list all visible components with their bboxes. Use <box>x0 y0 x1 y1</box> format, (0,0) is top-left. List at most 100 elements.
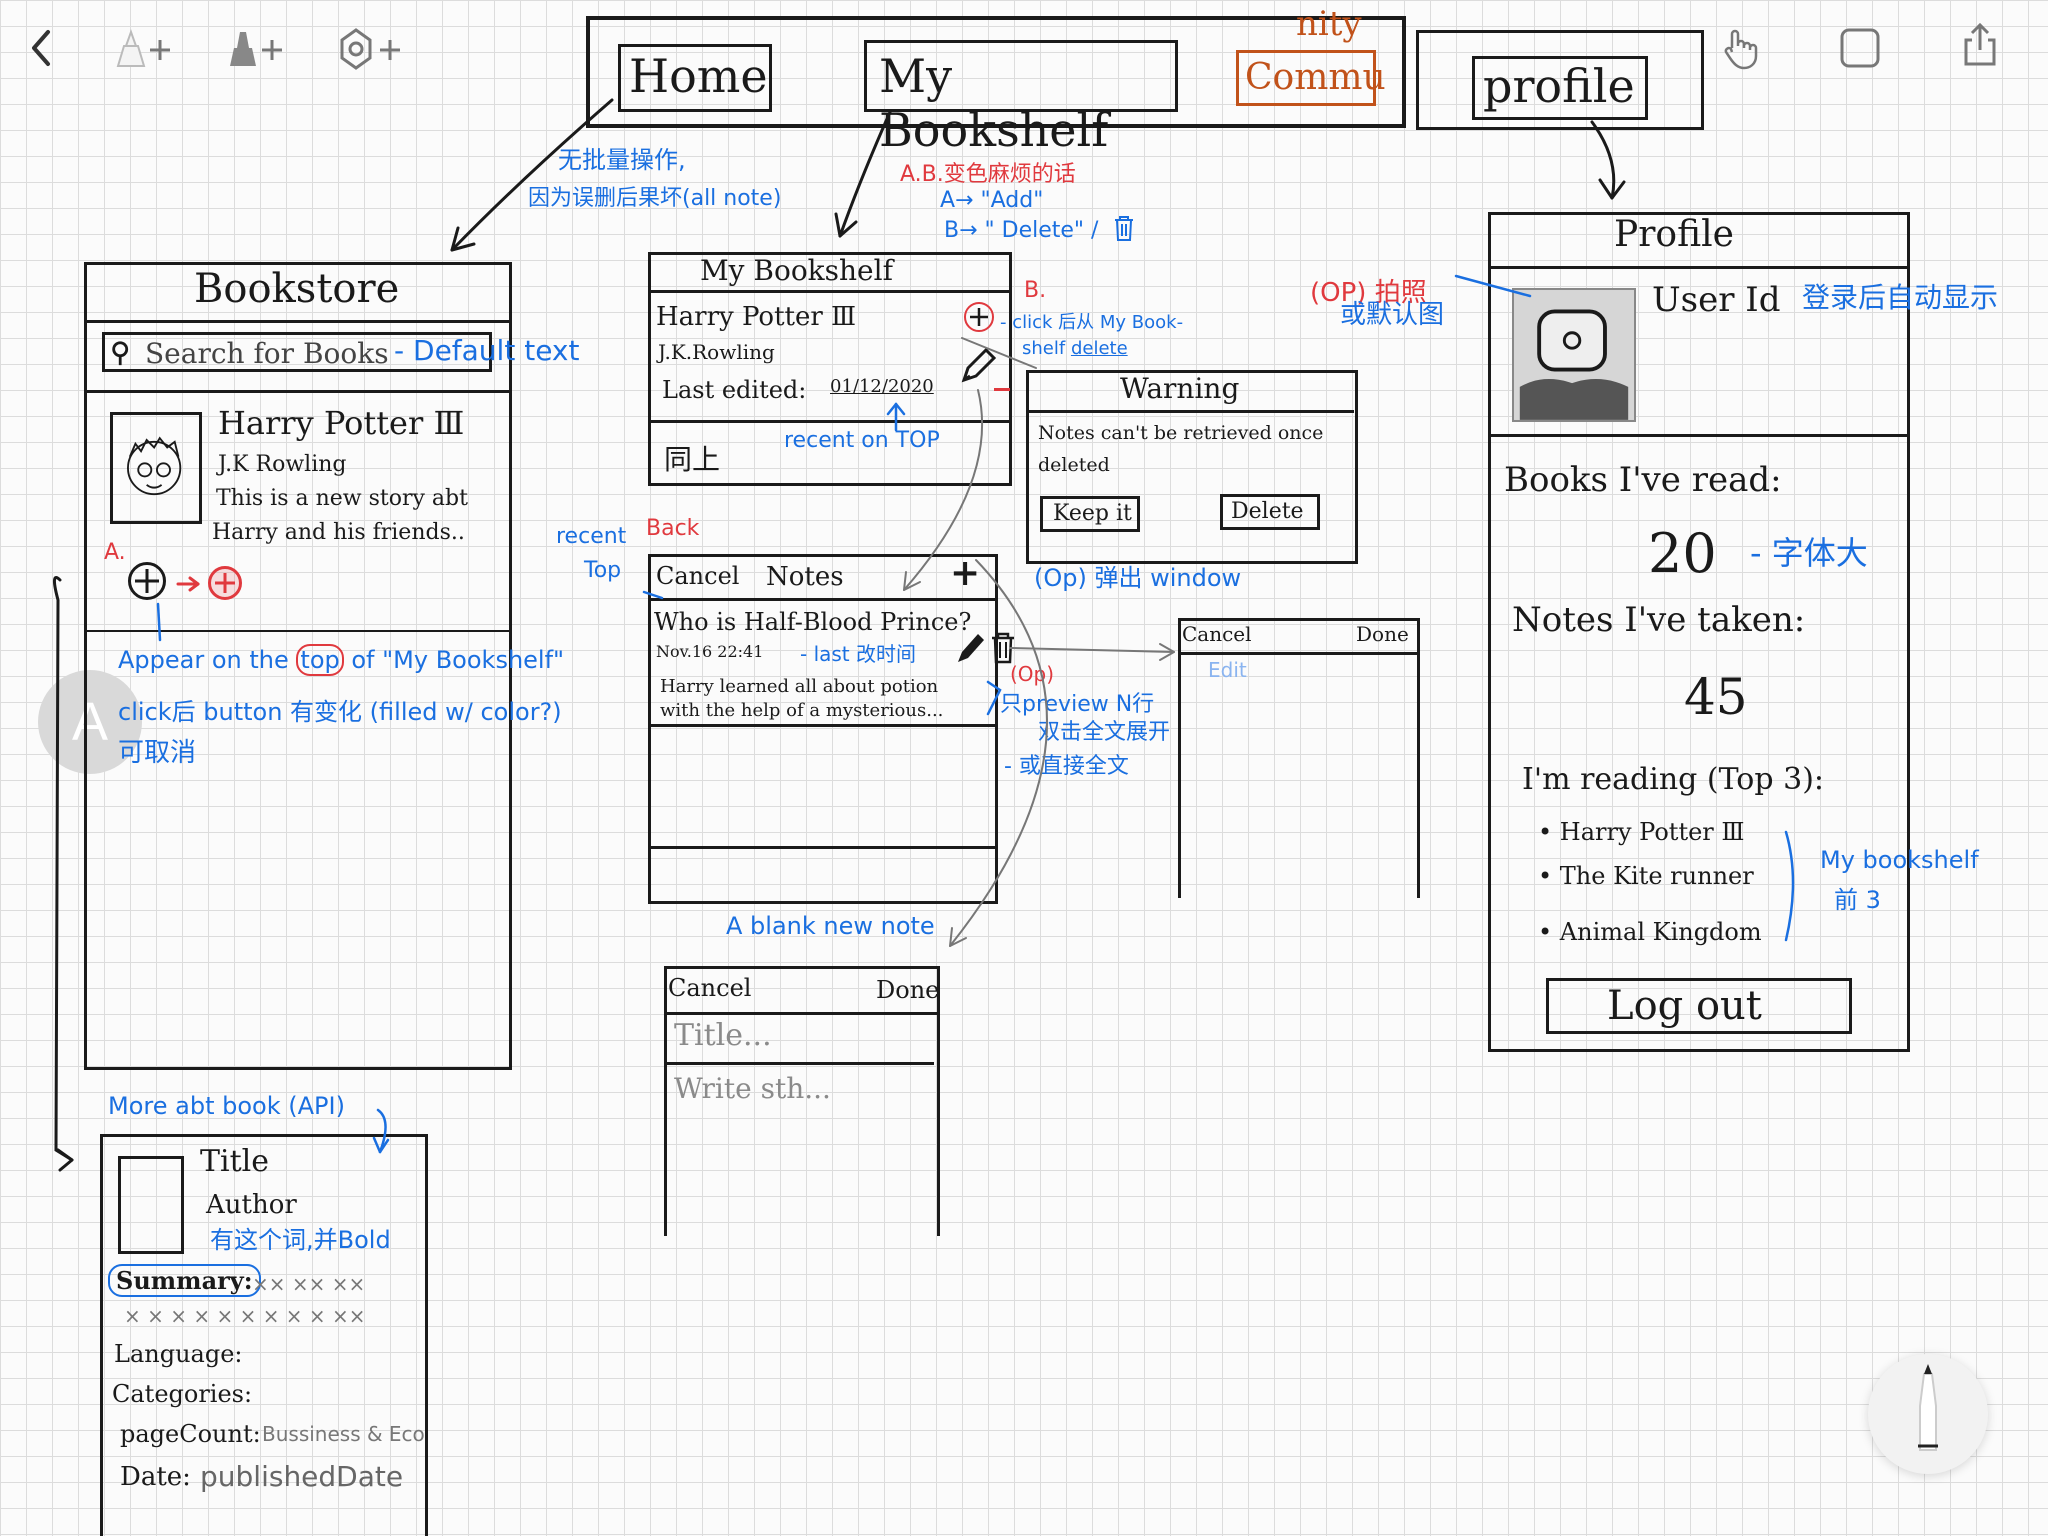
pencil-icon <box>1918 1364 1938 1451</box>
nav-tab-bookshelf[interactable]: My Bookshelf <box>864 40 1178 157</box>
store-book-author: J.K Rowling <box>218 452 347 477</box>
notes-add-button[interactable]: + <box>950 552 981 594</box>
rounded-square-icon <box>1840 28 1880 68</box>
ab-note-2: A→ "Add" <box>940 188 1044 213</box>
divider <box>666 1012 938 1015</box>
highlighter-add-button[interactable] <box>100 16 190 80</box>
delete-note-button[interactable] <box>990 630 1016 664</box>
note-title[interactable]: Who is Half-Blood Prince? <box>654 608 972 636</box>
plus-filled-icon <box>215 573 235 593</box>
notes-cancel-button[interactable]: Cancel <box>656 562 740 590</box>
touch-hand-icon <box>1724 29 1758 70</box>
notes-taken-value: 45 <box>1684 668 1748 726</box>
lasso-add-button[interactable] <box>326 16 416 80</box>
reading-label: I'm reading (Top 3): <box>1522 762 1825 797</box>
search-default-note: - Default text <box>394 334 580 367</box>
big-font-note: - 字体大 <box>1750 534 1868 572</box>
language-label: Language: <box>114 1340 243 1368</box>
books-read-value: 20 <box>1648 522 1717 585</box>
pencil-tool-button[interactable] <box>1868 1354 1988 1474</box>
reading-list-item[interactable]: • Harry Potter Ⅲ <box>1538 818 1745 846</box>
cancel-note: 可取消 <box>118 738 197 768</box>
edit-cancel-button[interactable]: Cancel <box>1182 622 1252 646</box>
touch-hand-button[interactable] <box>1708 16 1772 80</box>
profile-user-id: User Id <box>1652 280 1781 320</box>
shelf-book-title[interactable]: Harry Potter Ⅲ <box>656 302 857 332</box>
reading-list-item[interactable]: • The Kite runner <box>1538 862 1754 890</box>
marker-add-button[interactable] <box>212 16 302 80</box>
book-detail-screen <box>100 1134 428 1536</box>
add-to-bookshelf-button[interactable] <box>128 562 166 600</box>
warning-body-1: Notes can't be retrieved once <box>1038 422 1324 444</box>
marker-add-icon <box>230 32 282 66</box>
detail-title: Title <box>200 1144 270 1179</box>
reading-note-1: My bookshelf <box>1820 846 1979 874</box>
store-book-desc-1: This is a new story abt <box>216 486 468 511</box>
click-delete-note-1: - click 后从 My Book- <box>1000 312 1184 333</box>
warning-body-2: deleted <box>1038 454 1110 476</box>
share-button[interactable] <box>1948 12 2012 76</box>
pencil-icon <box>961 347 997 383</box>
new-note-screen <box>664 966 940 1236</box>
divider <box>650 598 996 601</box>
preview-note-2: 双击全文展开 <box>1038 720 1171 745</box>
notes-screen <box>648 554 998 904</box>
plus-icon <box>135 569 159 593</box>
reading-list: • Harry Potter Ⅲ • The Kite runner • Ani… <box>1538 818 1762 962</box>
chevron-left-icon <box>32 30 50 66</box>
nav-tab-community[interactable]: Commu <box>1236 50 1386 106</box>
reading-list-item[interactable]: • Animal Kingdom <box>1538 918 1762 946</box>
shelf-book-author: J.K.Rowling <box>658 340 775 364</box>
notes-taken-label: Notes I've taken: <box>1512 600 1806 640</box>
store-book-title[interactable]: Harry Potter Ⅲ <box>218 404 465 442</box>
last-edited-label: Last edited: <box>662 376 807 404</box>
bookstore-screen <box>84 262 512 1070</box>
profile-avatar[interactable] <box>1512 288 1636 422</box>
summary-text-2: × × × × × × × × × ×× <box>124 1304 366 1328</box>
divider <box>1490 434 1908 437</box>
bookstore-search-input[interactable]: Search for Books <box>102 332 492 372</box>
logout-button[interactable]: Log out <box>1546 978 1852 1034</box>
popup-window-note: (Op) 弹出 window <box>1034 564 1242 592</box>
same-as-above-label: 同上 <box>664 443 721 476</box>
new-note-done-button[interactable]: Done <box>876 976 940 1004</box>
warning-title: Warning <box>1120 372 1240 405</box>
book-cover[interactable] <box>110 412 202 524</box>
nav-community-note: nity <box>1296 4 1362 44</box>
edit-mode-note: Edit <box>1208 658 1247 682</box>
recent-on-top-note: recent on TOP <box>784 428 940 453</box>
new-note-body-input[interactable]: Write sth... <box>674 1072 831 1105</box>
back-button[interactable] <box>10 16 74 80</box>
click-change-note: click后 button 有变化 (filled w/ color?) <box>118 698 562 726</box>
store-book-desc-2: Harry and his friends.. <box>212 520 465 545</box>
appear-top-note: Appear on the top of "My Bookshelf" <box>118 644 565 676</box>
edit-note-button[interactable] <box>954 630 986 666</box>
new-note-title-input[interactable]: Title... <box>674 1018 772 1053</box>
book-cover-face-icon <box>127 436 182 496</box>
delete-button[interactable]: Delete <box>1220 494 1320 530</box>
profile-screen <box>1488 212 1910 1052</box>
bold-note: 有这个词,并Bold <box>210 1226 391 1254</box>
edit-book-button[interactable] <box>958 346 998 386</box>
detail-book-cover[interactable] <box>118 1156 184 1254</box>
page-count-value: Bussiness & Econ <box>262 1422 426 1446</box>
label-a: A. <box>104 540 126 565</box>
ab-note-1: A.B.变色麻烦的话 <box>900 162 1076 187</box>
bookshelf-title: My Bookshelf <box>700 254 893 287</box>
new-note-cancel-button[interactable]: Cancel <box>668 974 752 1002</box>
books-read-label: Books I've read: <box>1504 460 1782 500</box>
click-delete-note-2: shelf delete <box>1022 338 1128 359</box>
back-note: Back <box>646 516 700 541</box>
remove-from-bookshelf-button[interactable] <box>964 302 994 332</box>
edit-note-screen <box>1178 618 1420 898</box>
divider <box>1180 652 1418 655</box>
shape-button[interactable] <box>1828 16 1892 80</box>
nav-tab-profile[interactable]: profile <box>1472 56 1648 120</box>
divider <box>1490 266 1908 269</box>
edit-done-button[interactable]: Done <box>1356 622 1409 646</box>
nav-tab-home[interactable]: Home <box>618 44 772 112</box>
no-batch-note-2: 因为误删后果坏(all note) <box>528 186 782 211</box>
last-edited-date: 01/12/2020 <box>830 376 934 397</box>
date-label: Date: <box>120 1462 191 1492</box>
keep-it-button[interactable]: Keep it <box>1040 496 1140 532</box>
